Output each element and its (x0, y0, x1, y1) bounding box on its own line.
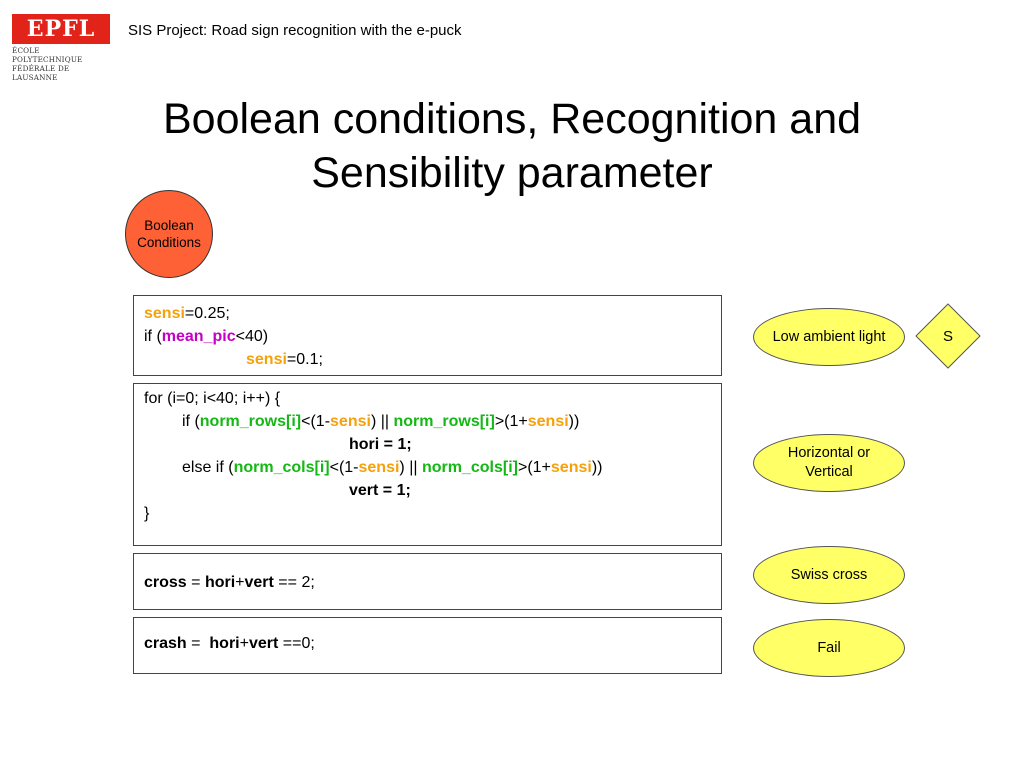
sensibility-diamond: S (915, 303, 981, 369)
fail-ellipse: Fail (753, 619, 905, 677)
epfl-logo-text: ÉCOLE POLYTECHNIQUE FÉDÉRALE DE LAUSANNE (12, 46, 83, 82)
epfl-logo-mark: EPFL (12, 14, 110, 44)
epfl-logo: EPFL ÉCOLE POLYTECHNIQUE FÉDÉRALE DE LAU… (12, 14, 110, 82)
slide-title: Boolean conditions, Recognition and Sens… (162, 95, 862, 197)
low-ambient-light-ellipse: Low ambient light (753, 308, 905, 366)
code-box-cross: cross = hori+vert == 2; (133, 553, 722, 610)
swiss-cross-ellipse: Swiss cross (753, 546, 905, 604)
boolean-conditions-circle: Boolean Conditions (125, 190, 213, 278)
code-box-sensitivity: sensi=0.25; if (mean_pic<40) sensi=0.1; (133, 295, 722, 376)
code-box-recognition-loop: for (i=0; i<40; i++) { if (norm_rows[i]<… (133, 383, 722, 546)
diamond-label: S (943, 328, 953, 345)
horizontal-vertical-ellipse: Horizontal or Vertical (753, 434, 905, 492)
code-box-crash: crash = hori+vert ==0; (133, 617, 722, 674)
header-title: SIS Project: Road sign recognition with … (128, 22, 462, 39)
